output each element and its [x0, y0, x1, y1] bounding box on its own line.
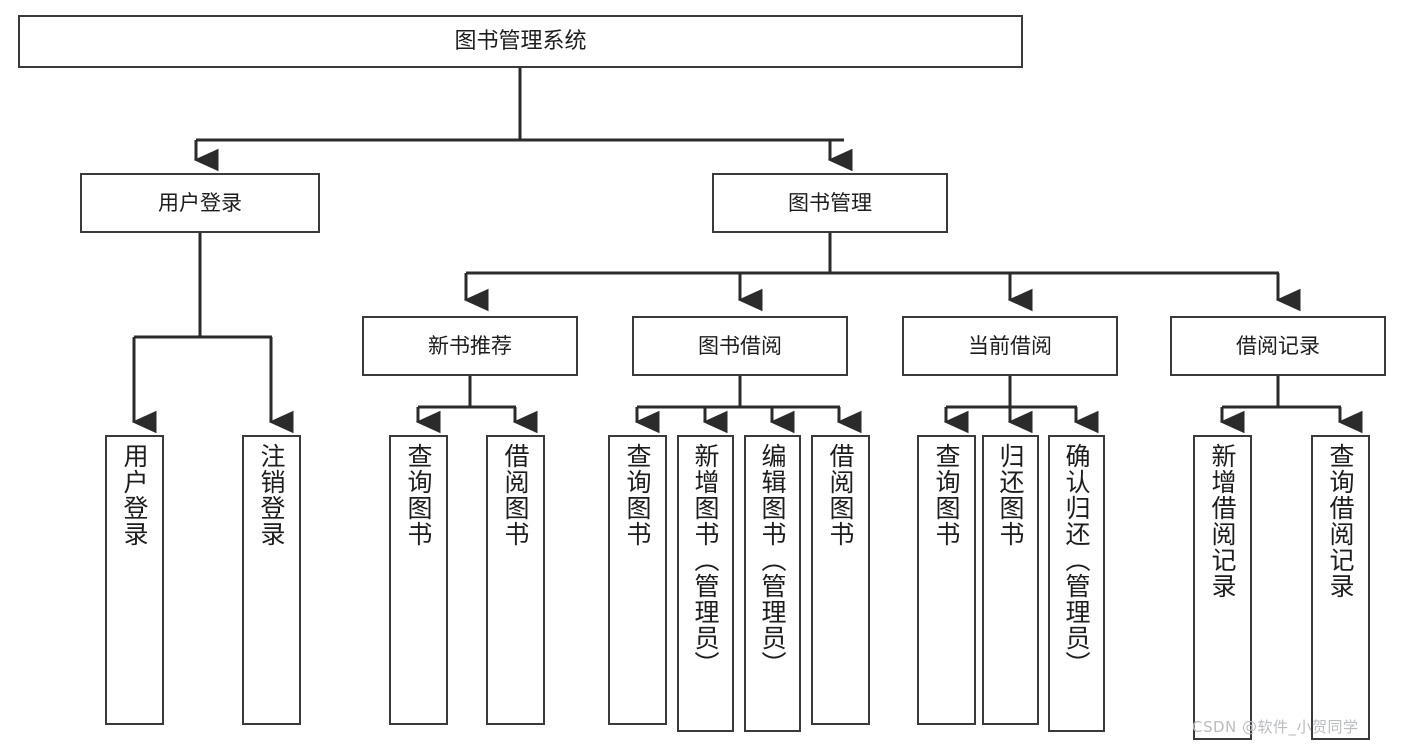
node-label: 注销登录	[257, 443, 286, 547]
node-label: 借阅图书	[501, 443, 530, 547]
leaf-borrow-book[interactable]: 借阅图书	[811, 435, 870, 725]
leaf-borrow-book-recommend[interactable]: 借阅图书	[486, 435, 545, 725]
node-label: 借阅图书	[826, 443, 855, 547]
leaf-query-borrow-record[interactable]: 查询借阅记录	[1311, 435, 1370, 740]
node-label: 查询借阅记录	[1326, 443, 1355, 599]
leaf-edit-book-admin[interactable]: 编辑图书（管理员）	[744, 435, 801, 732]
leaf-query-book-recommend[interactable]: 查询图书	[389, 435, 448, 725]
node-root-system[interactable]: 图书管理系统	[18, 15, 1023, 68]
node-book-management[interactable]: 图书管理	[712, 173, 948, 233]
node-label: 用户登录	[120, 443, 149, 547]
node-label: 查询图书	[932, 443, 961, 547]
node-label: 查询图书	[404, 443, 433, 547]
leaf-query-book-current[interactable]: 查询图书	[917, 435, 976, 725]
leaf-confirm-return-admin[interactable]: 确认归还（管理员）	[1048, 435, 1105, 732]
node-label: 确认归还（管理员）	[1062, 443, 1091, 677]
node-label: 图书管理系统	[454, 28, 587, 54]
node-new-book-recommend[interactable]: 新书推荐	[362, 316, 578, 376]
leaf-logout[interactable]: 注销登录	[242, 435, 301, 725]
leaf-return-book[interactable]: 归还图书	[982, 435, 1039, 725]
node-label: 新增图书（管理员）	[691, 443, 720, 677]
leaf-user-login[interactable]: 用户登录	[105, 435, 164, 725]
leaf-add-borrow-record[interactable]: 新增借阅记录	[1193, 435, 1252, 740]
leaf-query-book-borrow[interactable]: 查询图书	[608, 435, 667, 725]
node-current-borrow[interactable]: 当前借阅	[902, 316, 1118, 376]
node-label: 新书推荐	[428, 333, 512, 358]
node-label: 借阅记录	[1236, 333, 1320, 358]
node-borrow-records[interactable]: 借阅记录	[1170, 316, 1386, 376]
node-book-borrow[interactable]: 图书借阅	[632, 316, 848, 376]
node-label: 图书借阅	[698, 333, 782, 358]
node-label: 新增借阅记录	[1208, 443, 1237, 599]
node-label: 查询图书	[623, 443, 652, 547]
node-label: 用户登录	[158, 190, 242, 215]
node-label: 图书管理	[788, 190, 872, 215]
node-label: 当前借阅	[968, 333, 1052, 358]
node-label: 编辑图书（管理员）	[758, 443, 787, 677]
node-user-login[interactable]: 用户登录	[80, 173, 320, 233]
csdn-watermark: CSDN @软件_小贺同学	[1192, 718, 1359, 736]
node-label: 归还图书	[996, 443, 1025, 547]
leaf-add-book-admin[interactable]: 新增图书（管理员）	[677, 435, 734, 732]
